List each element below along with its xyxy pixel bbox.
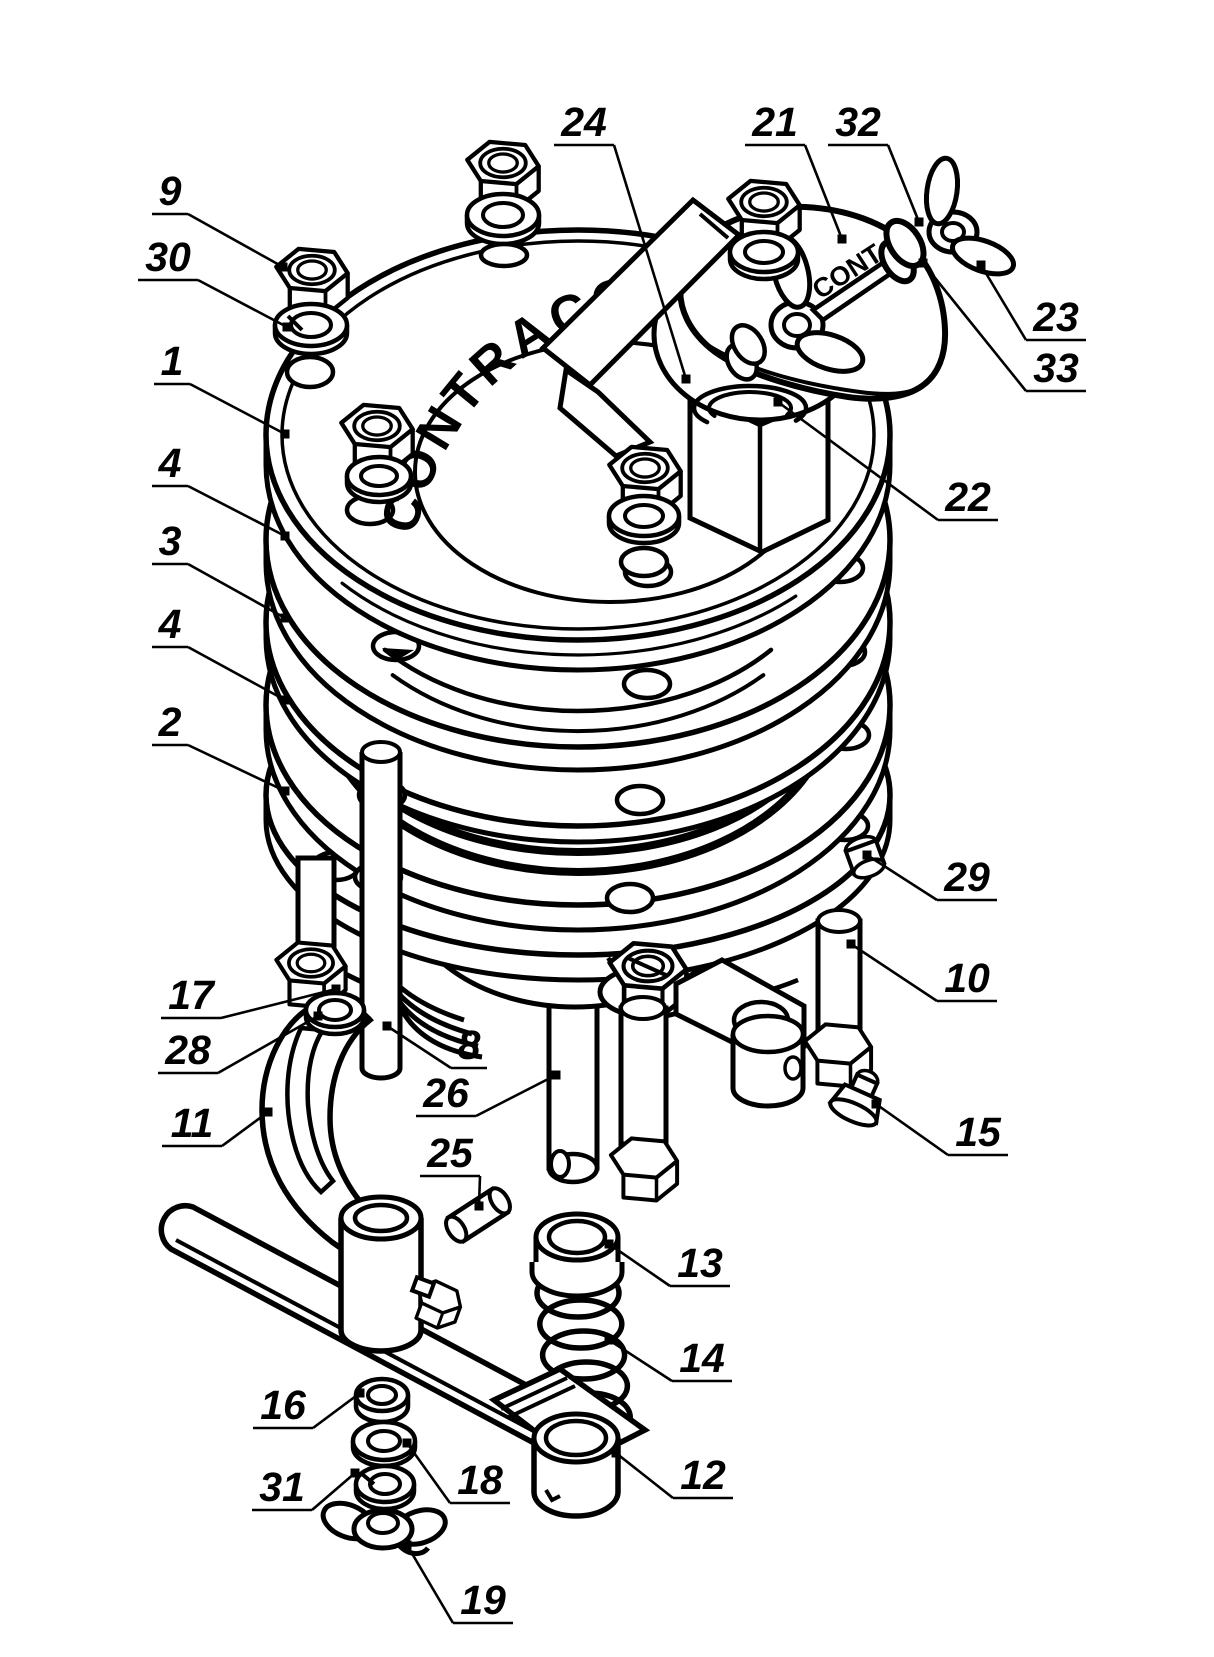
svg-text:8: 8 <box>458 1022 481 1068</box>
svg-text:25: 25 <box>426 1130 474 1176</box>
svg-text:21: 21 <box>751 99 798 145</box>
svg-text:4: 4 <box>158 440 182 486</box>
svg-text:2: 2 <box>158 699 182 745</box>
svg-text:13: 13 <box>677 1240 723 1286</box>
svg-text:33: 33 <box>1033 345 1079 391</box>
svg-text:19: 19 <box>460 1577 506 1623</box>
svg-text:11: 11 <box>171 1100 214 1146</box>
svg-text:4: 4 <box>158 601 182 647</box>
svg-text:12: 12 <box>680 1452 726 1498</box>
svg-text:31: 31 <box>259 1464 305 1510</box>
svg-text:26: 26 <box>422 1070 470 1116</box>
svg-text:1: 1 <box>161 338 184 384</box>
svg-text:28: 28 <box>164 1027 211 1073</box>
svg-text:29: 29 <box>943 854 990 900</box>
svg-text:3: 3 <box>159 518 182 564</box>
svg-text:16: 16 <box>260 1382 307 1428</box>
svg-text:32: 32 <box>835 99 881 145</box>
svg-text:30: 30 <box>145 234 191 280</box>
svg-text:17: 17 <box>168 972 216 1018</box>
svg-text:9: 9 <box>159 168 182 214</box>
svg-text:23: 23 <box>1032 294 1079 340</box>
svg-text:14: 14 <box>679 1335 725 1381</box>
svg-text:15: 15 <box>955 1109 1002 1155</box>
svg-text:10: 10 <box>944 955 990 1001</box>
svg-text:24: 24 <box>560 99 607 145</box>
svg-text:18: 18 <box>457 1457 503 1503</box>
svg-text:22: 22 <box>944 474 991 520</box>
